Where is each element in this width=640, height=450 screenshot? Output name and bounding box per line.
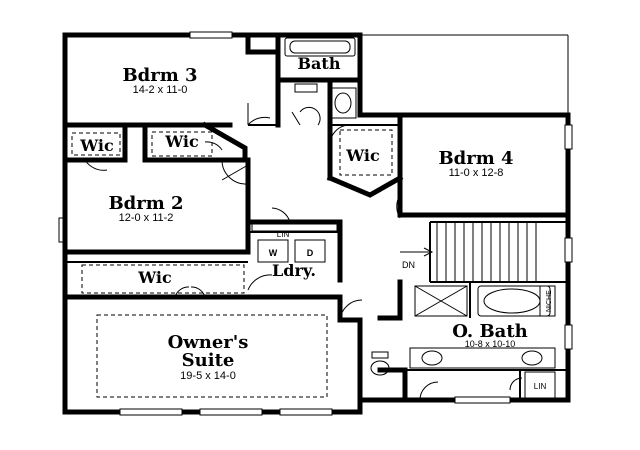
- obath-dims: 10-8 x 10-10: [465, 339, 516, 349]
- stair-treads: [400, 222, 537, 282]
- stair-down-label: DN: [402, 260, 415, 270]
- bath-linen-label: LIN: [534, 382, 547, 391]
- hall-linen-label: LIN: [277, 230, 290, 239]
- wic-bdrm3-right-label: Wic: [164, 132, 199, 151]
- dryer-label: D: [307, 248, 314, 258]
- owners-suite-name-2: Suite: [182, 350, 235, 371]
- owners-suite-dims: 19-5 x 14-0: [180, 370, 236, 382]
- bdrm2-name: Bdrm 2: [108, 193, 183, 214]
- bath-name: Bath: [298, 54, 341, 73]
- dashed-outlines: [71, 129, 393, 398]
- bdrm3-dims: 14-2 x 11-0: [133, 84, 188, 96]
- door-swings: [84, 103, 523, 401]
- wic-bdrm4-label: Wic: [345, 146, 380, 165]
- bdrm4-name: Bdrm 4: [438, 148, 513, 169]
- bdrm4-dims: 11-0 x 12-8: [449, 167, 504, 179]
- obath-name: O. Bath: [452, 321, 527, 342]
- niche-label: NICHE: [546, 290, 553, 312]
- bdrm2-dims: 12-0 x 11-2: [119, 212, 174, 224]
- wic-owners-label: Wic: [137, 268, 172, 287]
- owners-suite-name-1: Owner's: [168, 332, 249, 353]
- wic-bdrm3-left-label: Wic: [79, 136, 114, 155]
- room-labels: Bdrm 3 14-2 x 11-0 Bath Wic Wic Wic Bdrm…: [79, 54, 553, 391]
- washer-label: W: [269, 248, 278, 258]
- interior-walls: [62, 49, 571, 415]
- fixtures: [251, 37, 556, 399]
- laundry-name: Ldry.: [272, 261, 316, 280]
- bdrm3-name: Bdrm 3: [122, 65, 197, 86]
